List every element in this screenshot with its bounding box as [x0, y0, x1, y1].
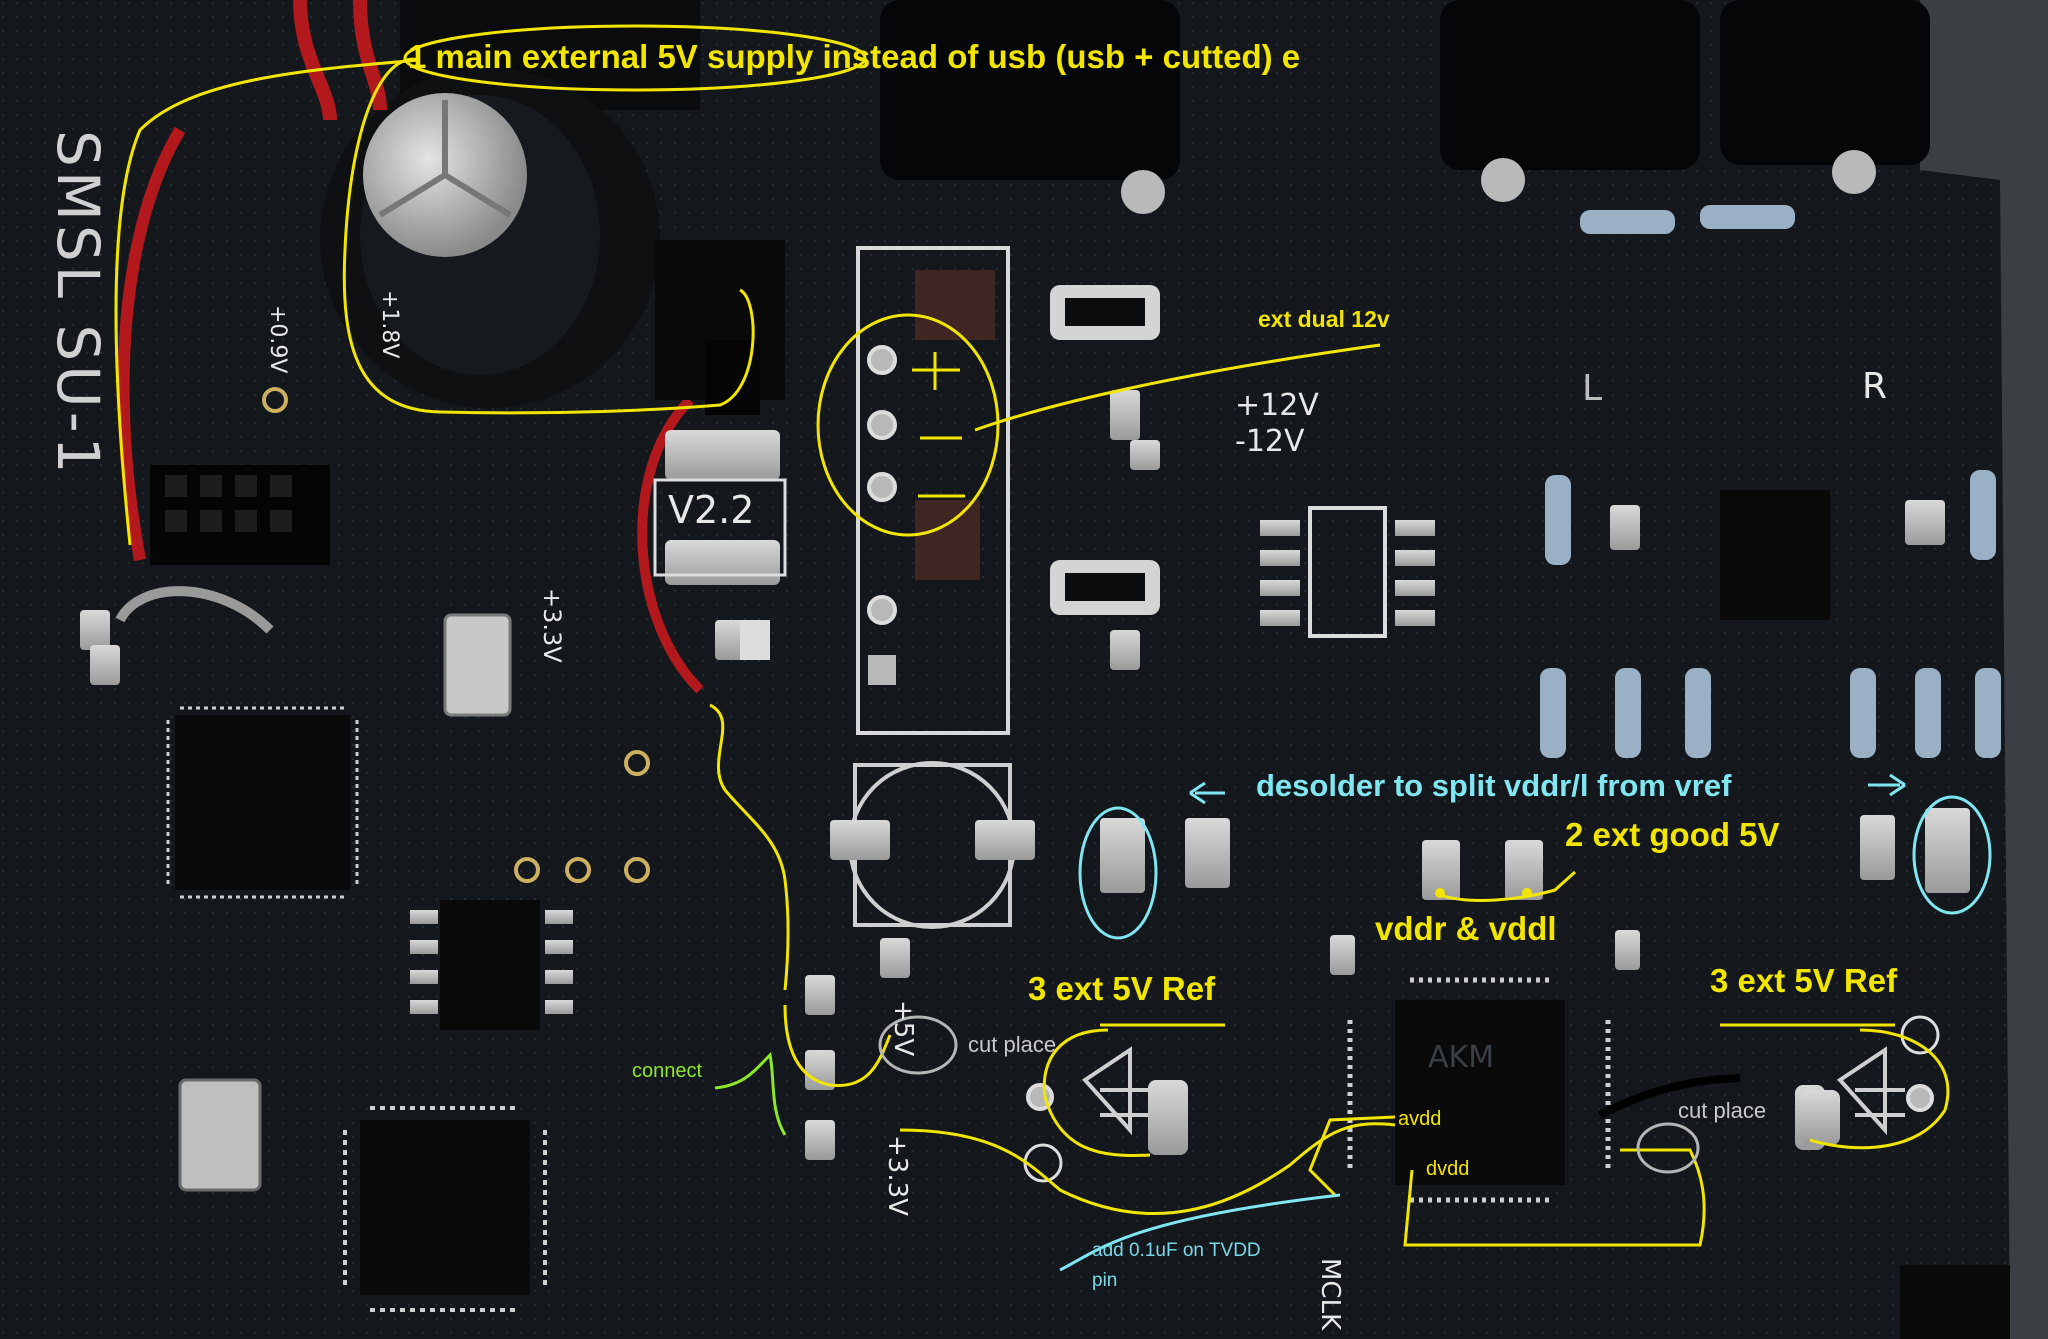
annotation-dvdd: dvdd: [1426, 1158, 1470, 1180]
cyan-circle-right: [1912, 795, 1992, 915]
crystal-top: [443, 613, 512, 717]
dac-chip: [1395, 1000, 1565, 1185]
annotation-ref-right: 3 ext 5V Ref: [1710, 962, 1898, 999]
silk-v5: +5V: [888, 1000, 918, 1057]
xmos-chip: [360, 1120, 530, 1295]
silk-minus12v: -12V: [1235, 424, 1305, 459]
silk-v09: +0.9V: [265, 305, 290, 374]
annotation-vddr-vddl: vddr & vddl: [1375, 910, 1557, 947]
silk-right: R: [1862, 366, 1888, 407]
annotation-add-cap-line1: add 0.1uF on TVDD: [1092, 1240, 1261, 1261]
annotation-add-cap-line2: pin: [1092, 1270, 1118, 1291]
yellow-annotations: [114, 24, 1950, 1247]
annotation-desolder: desolder to split vddr/l from vref: [1256, 768, 1732, 803]
opamp-chip: [1720, 490, 1830, 620]
silk-brand: SMSL SU-1: [44, 130, 112, 478]
silk-version: V2.2: [668, 488, 755, 532]
silk-mclk: MCLK: [1315, 1258, 1345, 1331]
annotation-main-supply: 1 main external 5V supply instead of usb…: [408, 38, 1301, 75]
silk-plus12v: +12V: [1235, 388, 1319, 423]
cut-circle-right: [1636, 1122, 1700, 1174]
red-wire-left: [117, 126, 186, 562]
opamp-outline: [1308, 506, 1387, 638]
annotation-connect: connect: [632, 1060, 703, 1082]
silk-chip-brand: AKM: [1428, 1040, 1495, 1075]
grey-wire: [115, 586, 274, 634]
cyan-circle-left: [1078, 806, 1158, 940]
red-wire-center: [637, 396, 704, 694]
annotation-cut-place-right: cut place: [1678, 1098, 1767, 1123]
silk-v33-top: +3.3V: [538, 588, 566, 663]
rca-connector-right: [1720, 0, 1930, 165]
crystal-bottom: [178, 1078, 262, 1192]
power-header-outline: [856, 246, 1010, 735]
rca-connector-mid: [1440, 0, 1700, 170]
silk-left: L: [1582, 368, 1603, 409]
rca-connector-left: [880, 0, 1180, 180]
silk-v18: +1.8V: [377, 290, 402, 359]
annotation-cut-place-left: cut place: [968, 1032, 1057, 1057]
annotation-ref-left: 3 ext 5V Ref: [1028, 970, 1216, 1007]
annotation-ext-dual-12v: ext dual 12v: [1258, 306, 1390, 332]
annotation-avdd: avdd: [1398, 1108, 1442, 1130]
annotation-ext-good-5v: 2 ext good 5V: [1565, 816, 1780, 853]
mcu-chip: [175, 715, 350, 890]
flash-chip: [440, 900, 540, 1030]
green-connect-bracket: [714, 1051, 787, 1136]
silk-v33-bottom: +3.3V: [882, 1135, 912, 1216]
cut-circle-left: [878, 1015, 958, 1075]
